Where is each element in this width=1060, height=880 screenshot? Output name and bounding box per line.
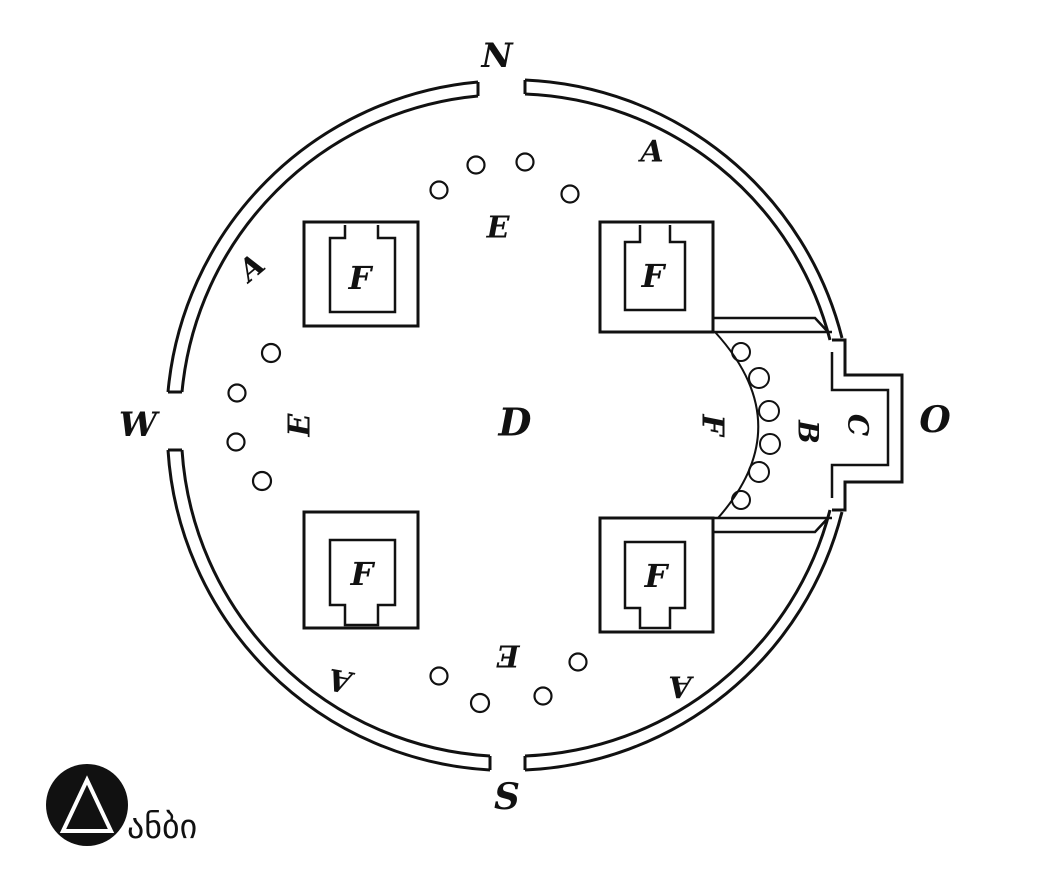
outer-wall-ne-inner [524, 92, 832, 341]
outer-wall-se-outer [524, 511, 844, 772]
portico-c-outer [832, 338, 904, 512]
label-f-passage: F [695, 413, 730, 438]
shrine-nw [302, 220, 420, 328]
shrine-ne [598, 220, 715, 334]
portico-c-inner [830, 352, 890, 498]
outer-wall-nw-outer [166, 80, 479, 393]
label-a-southwest: A [325, 661, 357, 700]
label-c-portico: C [842, 414, 875, 437]
label-f-shrine-ne: F [641, 257, 667, 295]
label-f-shrine-se: F [644, 557, 670, 595]
columns-south [429, 652, 588, 714]
watermark-logo: ანბი [46, 764, 197, 847]
outer-wall [166, 78, 844, 772]
compass-west-label: W [119, 405, 160, 445]
label-a-west: A [230, 247, 273, 291]
outer-wall-ne-outer [524, 78, 844, 339]
label-a-north: A [637, 135, 663, 170]
label-e-north: E [486, 211, 511, 246]
columns-north [429, 152, 580, 204]
outer-wall-se-inner [524, 509, 832, 758]
label-f-shrine-sw: F [350, 555, 376, 593]
columns-west [226, 342, 282, 492]
shrine-se [598, 516, 715, 634]
logo-text: ანბი [127, 807, 197, 847]
label-b-passage: B [792, 419, 825, 444]
compass-north-label: N [480, 36, 514, 76]
compass-east-label: O [919, 399, 951, 441]
compass-south-label: S [494, 776, 520, 818]
logo-triangle-icon [59, 775, 115, 833]
passage-wall-north-outer [713, 316, 829, 333]
passage-stones [731, 342, 781, 510]
label-e-west: E [283, 412, 318, 437]
label-f-shrine-nw: F [348, 259, 374, 297]
label-d-center: D [498, 400, 532, 445]
shrine-sw [302, 510, 420, 630]
label-a-southeast: A [668, 669, 694, 704]
outer-wall-sw-outer [166, 449, 491, 772]
outer-wall-nw-inner [180, 94, 479, 393]
label-e-south: E [495, 638, 520, 673]
outer-wall-sw-inner [180, 449, 491, 758]
passage-wall-south-outer [713, 517, 829, 534]
